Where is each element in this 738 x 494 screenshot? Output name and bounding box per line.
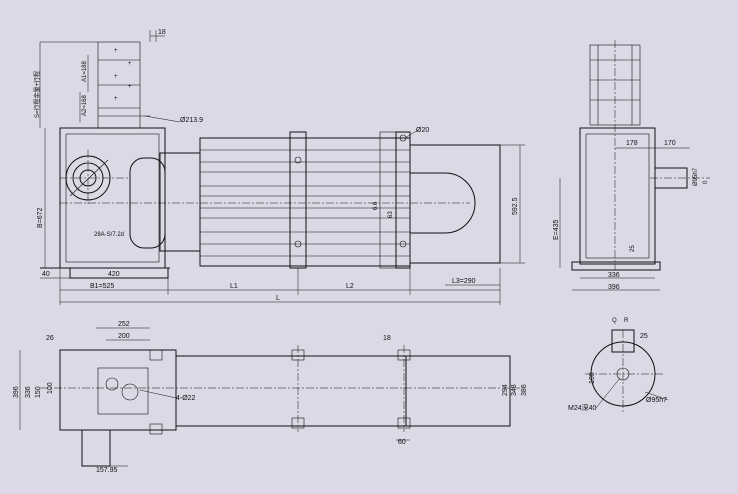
side-view: Ø95h7 0 178 170 E=435 25 336 396 (553, 40, 710, 291)
side-base (571, 261, 661, 271)
gearbox-housing (59, 127, 166, 269)
motor-flange (159, 152, 201, 252)
label-holes: 4-Ø22 (176, 395, 196, 402)
label-d20: Ø20 (416, 127, 429, 134)
svg-text:+: + (114, 96, 118, 102)
clamp-flange-1 (289, 131, 307, 269)
svg-text:+: + (114, 48, 118, 54)
label-top-100: 100 (47, 382, 54, 394)
side-housing (579, 127, 656, 265)
clamp-flange-3 (379, 131, 397, 269)
label-top-18: 18 (383, 335, 391, 342)
label-top-150: 150 (35, 386, 42, 398)
label-l3: L3=290 (452, 278, 476, 285)
label-stroke: S=行程余量+行程 (33, 71, 41, 118)
label-386: 386 (521, 384, 528, 396)
label-a1: A1=188 (82, 60, 88, 82)
svg-text:+: + (128, 84, 132, 90)
label-592: 592.5 (512, 197, 519, 215)
label-40: 40 (42, 271, 50, 278)
label-b672: B=672 (37, 207, 44, 228)
label-b1: B1=525 (90, 283, 114, 290)
label-294: 294 (502, 384, 509, 396)
label-side-0: 0 (703, 180, 709, 184)
top-gearbox (59, 349, 177, 431)
label-a2: A2=168 (82, 94, 88, 116)
top-view: 26 252 200 18 396 336 150 100 4-Ø22 294 … (13, 321, 528, 474)
side-housing-inner (585, 133, 650, 259)
label-thread: M24深40 (568, 403, 597, 412)
label-18: 18 (158, 29, 166, 36)
label-60: 60 (398, 439, 406, 446)
label-l: L (276, 295, 280, 302)
label-66: 6.6 (373, 201, 379, 210)
label-top-336: 336 (25, 386, 32, 398)
label-157: 157.95 (96, 467, 118, 474)
label-top-396: 396 (13, 386, 20, 398)
label-detail-25: 25 (640, 333, 648, 340)
rod-end (410, 172, 476, 234)
label-l1: L1 (230, 283, 238, 290)
top-motor-stub (81, 429, 111, 467)
label-348: 348 (511, 384, 518, 396)
svg-text:+: + (114, 74, 118, 80)
label-252: 252 (118, 321, 130, 328)
label-detail-q: Q (612, 318, 617, 324)
label-detail-r: R (624, 318, 629, 324)
housing-inner (65, 133, 160, 263)
top-tube (175, 355, 407, 427)
top-rod-housing (405, 355, 511, 427)
svg-text:+: + (128, 61, 132, 67)
label-detail-100: 100 (589, 372, 596, 384)
rod-housing (409, 144, 501, 264)
label-top-26: 26 (46, 335, 54, 342)
label-side-25: 25 (630, 245, 636, 252)
label-side-336: 336 (608, 272, 620, 279)
label-d213: Ø213.9 (180, 117, 203, 124)
front-view: + + + + + 18 Ø213.9 S=行程余量+行程 A1=188 A2=… (33, 29, 525, 305)
label-detail-shaft: Ø95h7 (646, 397, 667, 404)
label-420: 420 (108, 271, 120, 278)
label-170: 170 (664, 140, 676, 147)
label-63: 63 (388, 211, 394, 218)
label-l2: L2 (346, 283, 354, 290)
label-e435: E=435 (553, 219, 560, 240)
label-side-396: 396 (608, 284, 620, 291)
clamp-flange-2 (395, 131, 411, 269)
detail-view: Q R 25 100 M24深40 Ø95h7 (568, 318, 669, 414)
label-178: 178 (626, 140, 638, 147)
top-gearbox-inner (97, 367, 149, 415)
label-side-shaft: Ø95h7 (693, 167, 699, 186)
label-ratio: 28A-S/7.2d (94, 232, 124, 238)
label-200: 200 (118, 333, 130, 340)
